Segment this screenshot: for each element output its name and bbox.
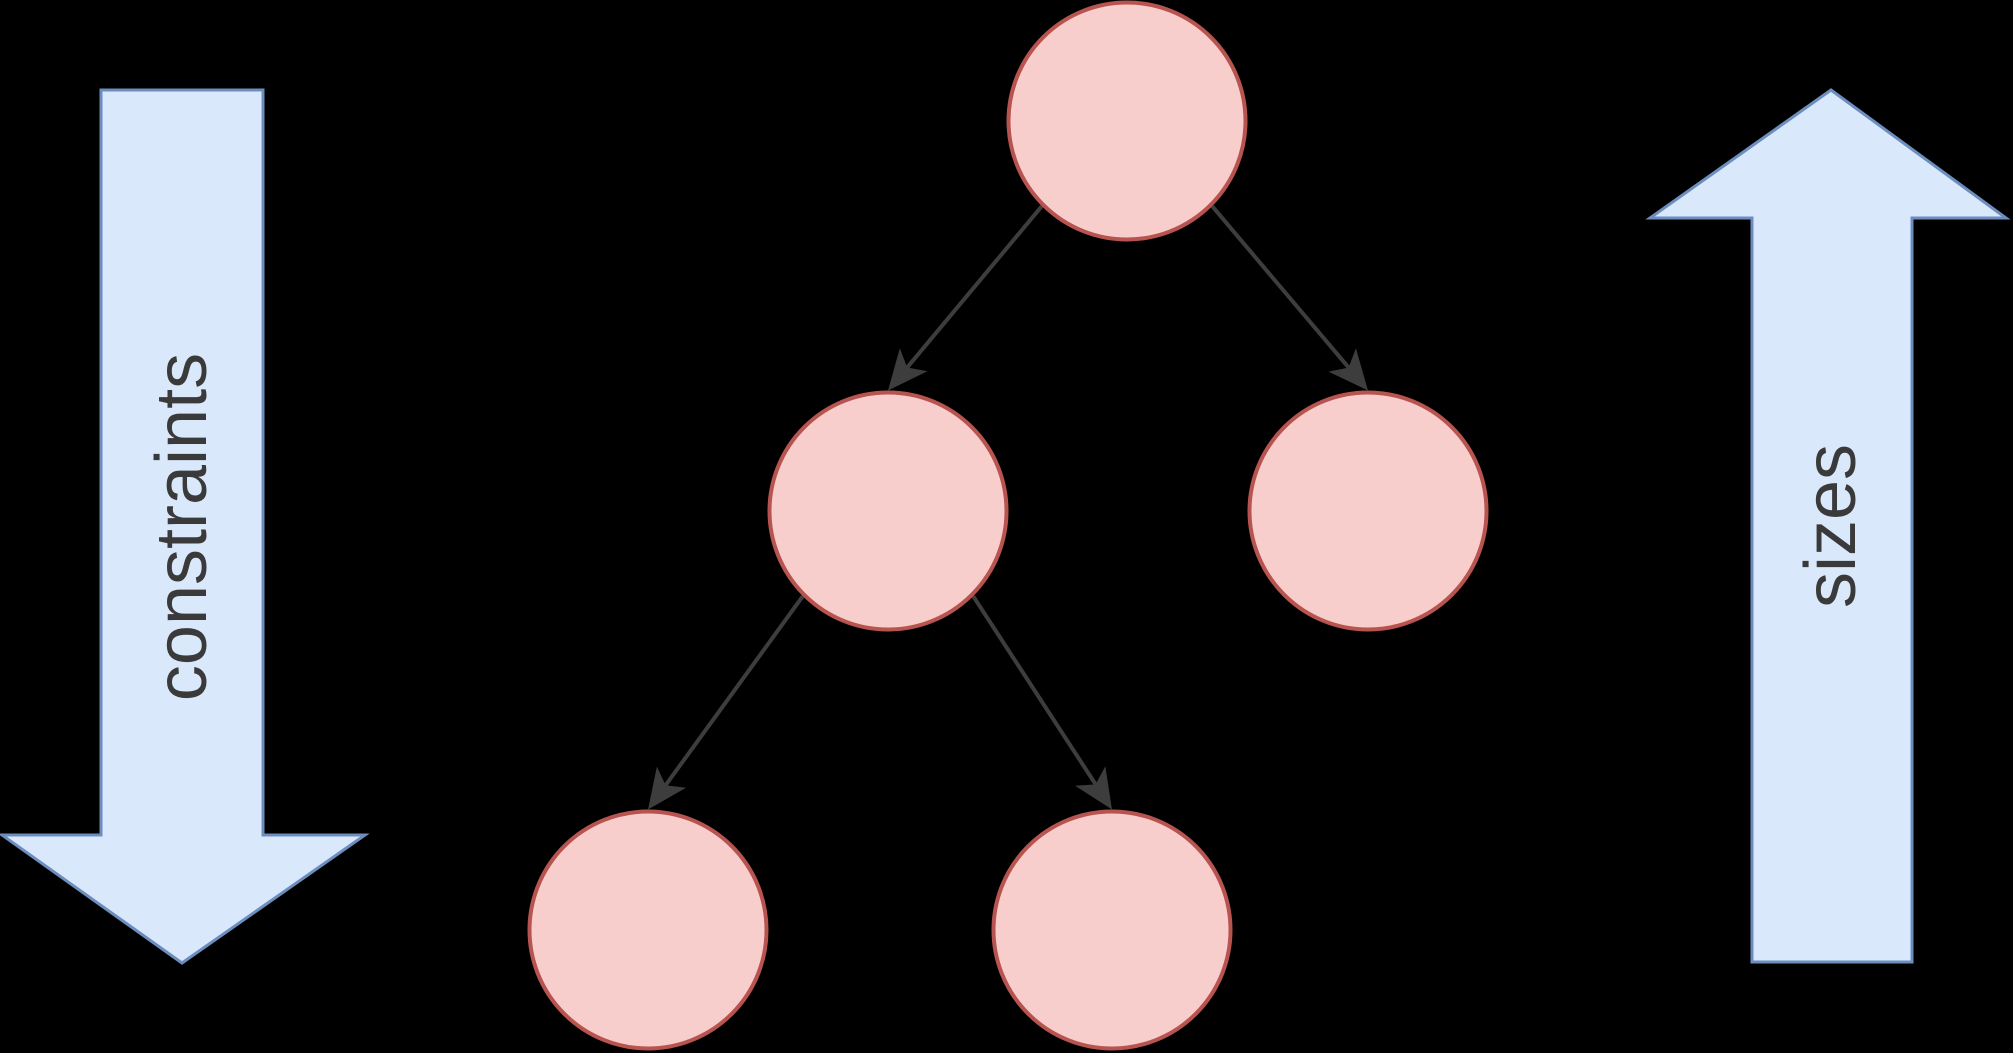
constraints-down-arrow-shape <box>0 88 370 965</box>
sizes-label: sizes <box>1791 444 1871 608</box>
tree-edge-left-to-left-right <box>971 595 1098 786</box>
tree-nodes-layer <box>527 0 1489 1051</box>
sizes-up-arrow-shape <box>1645 88 2011 964</box>
edge-arrowhead-icon <box>1328 348 1368 391</box>
edge-arrowhead-icon <box>648 766 687 810</box>
tree-edge-left-to-left-left <box>664 595 805 787</box>
tree-node-root <box>1006 0 1248 242</box>
tree-node-left-left <box>527 809 769 1051</box>
tree-node-right <box>1247 390 1489 632</box>
tree-node-left-right <box>991 809 1233 1051</box>
tree-edge-root-to-right <box>1210 204 1351 369</box>
constraints-label: constraints <box>142 353 222 701</box>
tree-node-left <box>767 390 1009 632</box>
edge-arrowhead-icon <box>888 348 928 391</box>
edge-arrowhead-icon <box>1075 766 1112 810</box>
tree-edge-root-to-left <box>905 204 1044 369</box>
tree-edges-layer <box>648 204 1368 810</box>
